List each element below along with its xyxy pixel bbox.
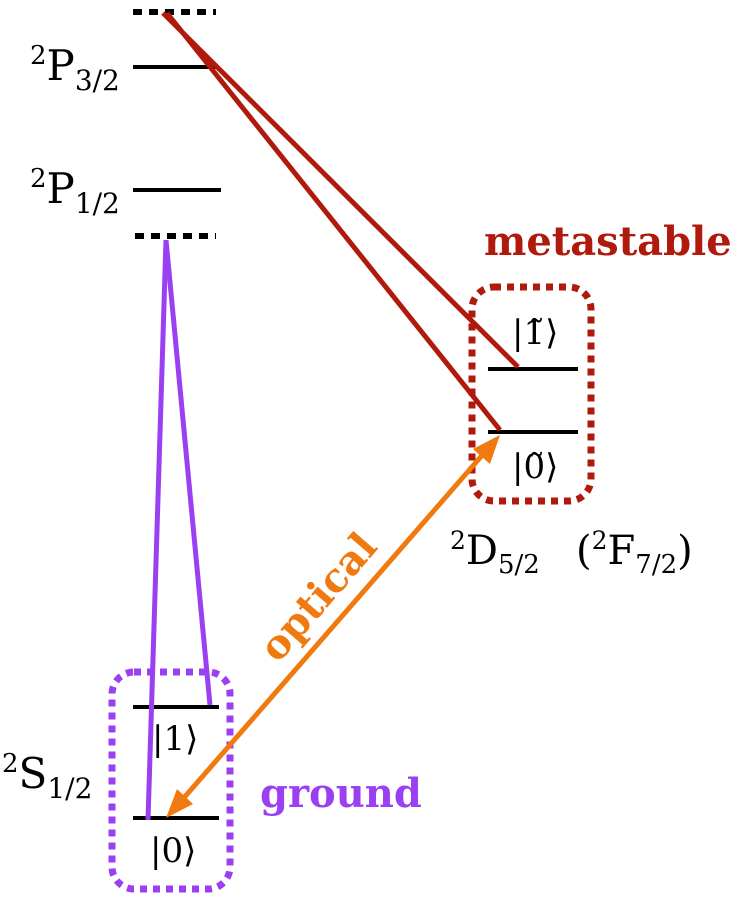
ground-box: [108, 668, 234, 893]
meta-one-transition-line: [161, 11, 520, 369]
s12-sup: 2: [2, 749, 19, 779]
d52-main: D: [466, 528, 498, 574]
d52-sup: 2: [450, 526, 466, 555]
optical-label: optical: [250, 524, 386, 671]
p32-sup: 2: [30, 41, 47, 71]
ground-label: ground: [260, 770, 422, 817]
s12-sub: 1/2: [47, 772, 92, 805]
meta-zero-transition-line: [165, 11, 502, 432]
metastable-label: metastable: [484, 218, 732, 265]
f72-close: ): [677, 528, 693, 574]
ground-one-transition-line: [163, 239, 213, 706]
f72-sup: 2: [592, 526, 608, 555]
f72-open: (: [576, 528, 592, 574]
optical-arrowhead-top: [473, 435, 500, 464]
optical-arrowhead-bottom: [166, 789, 193, 818]
p32-label: 2P3/2: [30, 41, 120, 97]
ground-one-state: |1⟩: [152, 719, 198, 759]
p12-sub: 1/2: [75, 187, 120, 220]
p12-label: 2P1/2: [30, 164, 120, 220]
ground-zero-transition-line: [145, 239, 169, 821]
f72-main: F: [608, 528, 636, 574]
d52-label: 2D5/2: [450, 526, 540, 580]
p12-sup: 2: [30, 164, 47, 194]
p12-main: P: [47, 164, 75, 213]
d52-sub: 5/2: [498, 550, 540, 580]
f72-label: (2F7/2): [576, 526, 693, 580]
s12-label: 2S1/2: [2, 749, 92, 805]
ground-zero-state: |0⟩: [150, 831, 196, 871]
meta-one-state: |1̃⟩: [512, 313, 558, 353]
p32-main: P: [47, 41, 75, 90]
p32-sub: 3/2: [75, 64, 120, 97]
f72-sub: 7/2: [635, 550, 677, 580]
s12-main: S: [19, 749, 48, 798]
optical-transition-arrow: [180, 450, 487, 802]
meta-zero-state: |0̃⟩: [512, 447, 558, 487]
